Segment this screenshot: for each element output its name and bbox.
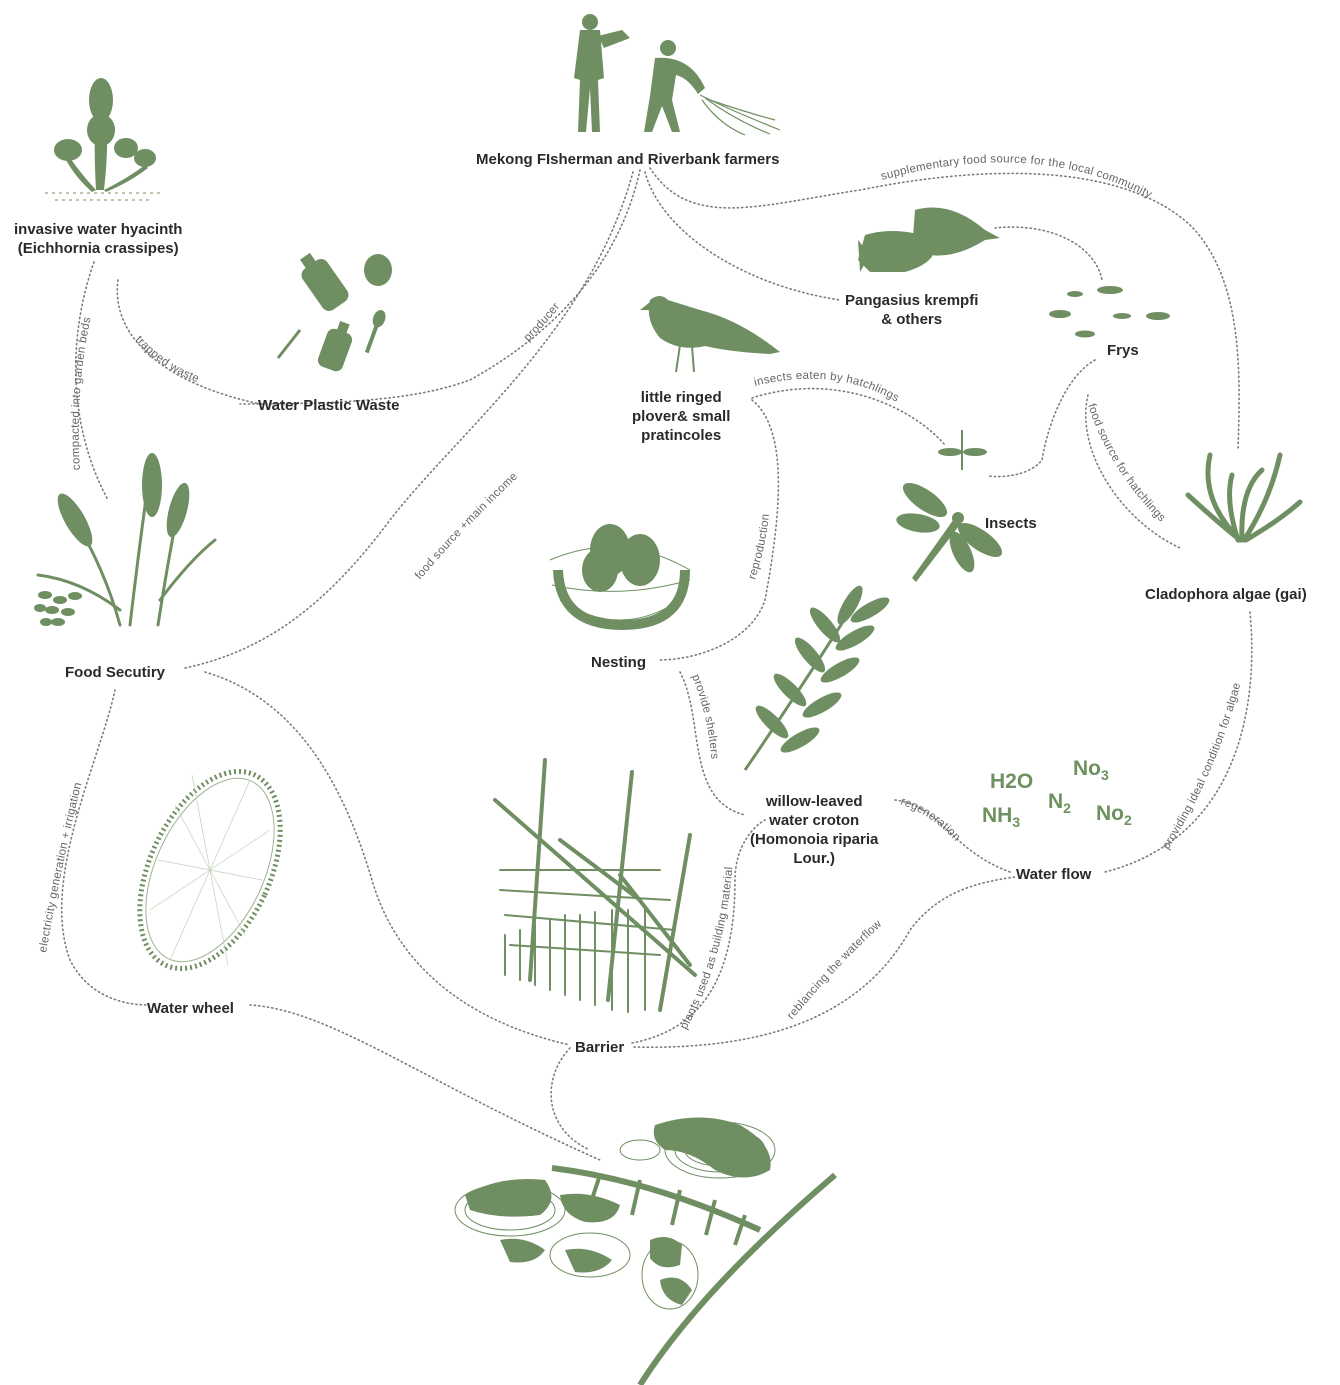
algae-icon [1188, 455, 1300, 540]
plover-line-1: little ringed [632, 388, 730, 407]
chem-h2o: H2O [990, 770, 1033, 794]
node-water-flow: Water flow [1016, 865, 1091, 884]
node-pangasius: Pangasius krempfi & others [845, 291, 978, 329]
croton-line-1: willow-leaved [750, 792, 878, 811]
edge-label-regeneration: regeneration [899, 796, 963, 844]
nest-icon [550, 524, 690, 625]
farmers-icon [574, 14, 780, 135]
pangasius-line-2: & others [845, 310, 978, 329]
plover-line-3: pratincoles [632, 426, 730, 445]
edge-label-supplementary: supplementary food source for the local … [880, 153, 1154, 201]
node-plover: little ringed plover& small pratincoles [632, 388, 730, 445]
plover-bird-icon [640, 296, 780, 372]
plover-line-2: plover& small [632, 407, 730, 426]
willow-branch-icon [745, 582, 893, 770]
edge-label-shelters: provide shelters [689, 673, 720, 760]
node-algae: Cladophora algae (gai) [1145, 585, 1307, 604]
bamboo-barrier-icon [495, 760, 695, 1012]
chem-no3: No3 [1073, 757, 1109, 783]
edge-label-insects-eaten: insects eaten by hatchlings [753, 370, 901, 405]
edge-label-producer: producer [522, 301, 563, 344]
rice-plant-icon [34, 453, 215, 626]
croton-line-2: water croton [750, 811, 878, 830]
small-insect-icon [938, 430, 987, 470]
node-plastic-waste: Water Plastic Waste [258, 396, 399, 415]
edge-label-reproduction: reproduction [746, 513, 772, 581]
pangasius-line-1: Pangasius krempfi [845, 291, 978, 310]
edge-label-trapped-waste: trapped waste [133, 334, 201, 385]
croton-line-3: (Homonoia riparia [750, 830, 878, 849]
node-water-croton: willow-leaved water croton (Homonoia rip… [750, 792, 878, 868]
fry-fish-icon [1049, 286, 1170, 338]
edge-label-electricity: electricity generation + irrigation [37, 781, 84, 953]
croton-line-4: Lour.) [750, 849, 878, 868]
chem-nh3: NH3 [982, 804, 1020, 830]
node-insects: Insects [985, 514, 1037, 533]
water-hyacinth-name: invasive water hyacinth [14, 220, 182, 239]
water-wheel-icon [111, 749, 309, 990]
chem-n2: N2 [1048, 790, 1071, 816]
edge-label-building-material: plants used as building material [678, 866, 735, 1031]
node-barrier: Barrier [575, 1038, 624, 1057]
node-frys: Frys [1107, 341, 1139, 360]
landscape-map-icon [455, 1118, 835, 1385]
water-hyacinth-icon [45, 78, 160, 200]
water-hyacinth-scientific-name: (Eichhornia crassipes) [14, 239, 182, 258]
node-water-wheel: Water wheel [147, 999, 234, 1018]
chem-no2: No2 [1096, 802, 1132, 828]
node-fishermen: Mekong FIsherman and Riverbank farmers [476, 150, 779, 169]
edge-label-compacted: compacted into garden beds [70, 316, 94, 471]
edge-label-ideal-condition: providing ideal condition for algae [1160, 681, 1243, 851]
plastic-waste-icon [278, 248, 392, 374]
node-water-hyacinth: invasive water hyacinth (Eichhornia cras… [14, 220, 182, 258]
edge-label-food-income: food source +main income [413, 470, 520, 582]
node-nesting: Nesting [591, 653, 646, 672]
catfish-icon [858, 208, 1000, 273]
node-food-security: Food Secutiry [65, 663, 165, 682]
